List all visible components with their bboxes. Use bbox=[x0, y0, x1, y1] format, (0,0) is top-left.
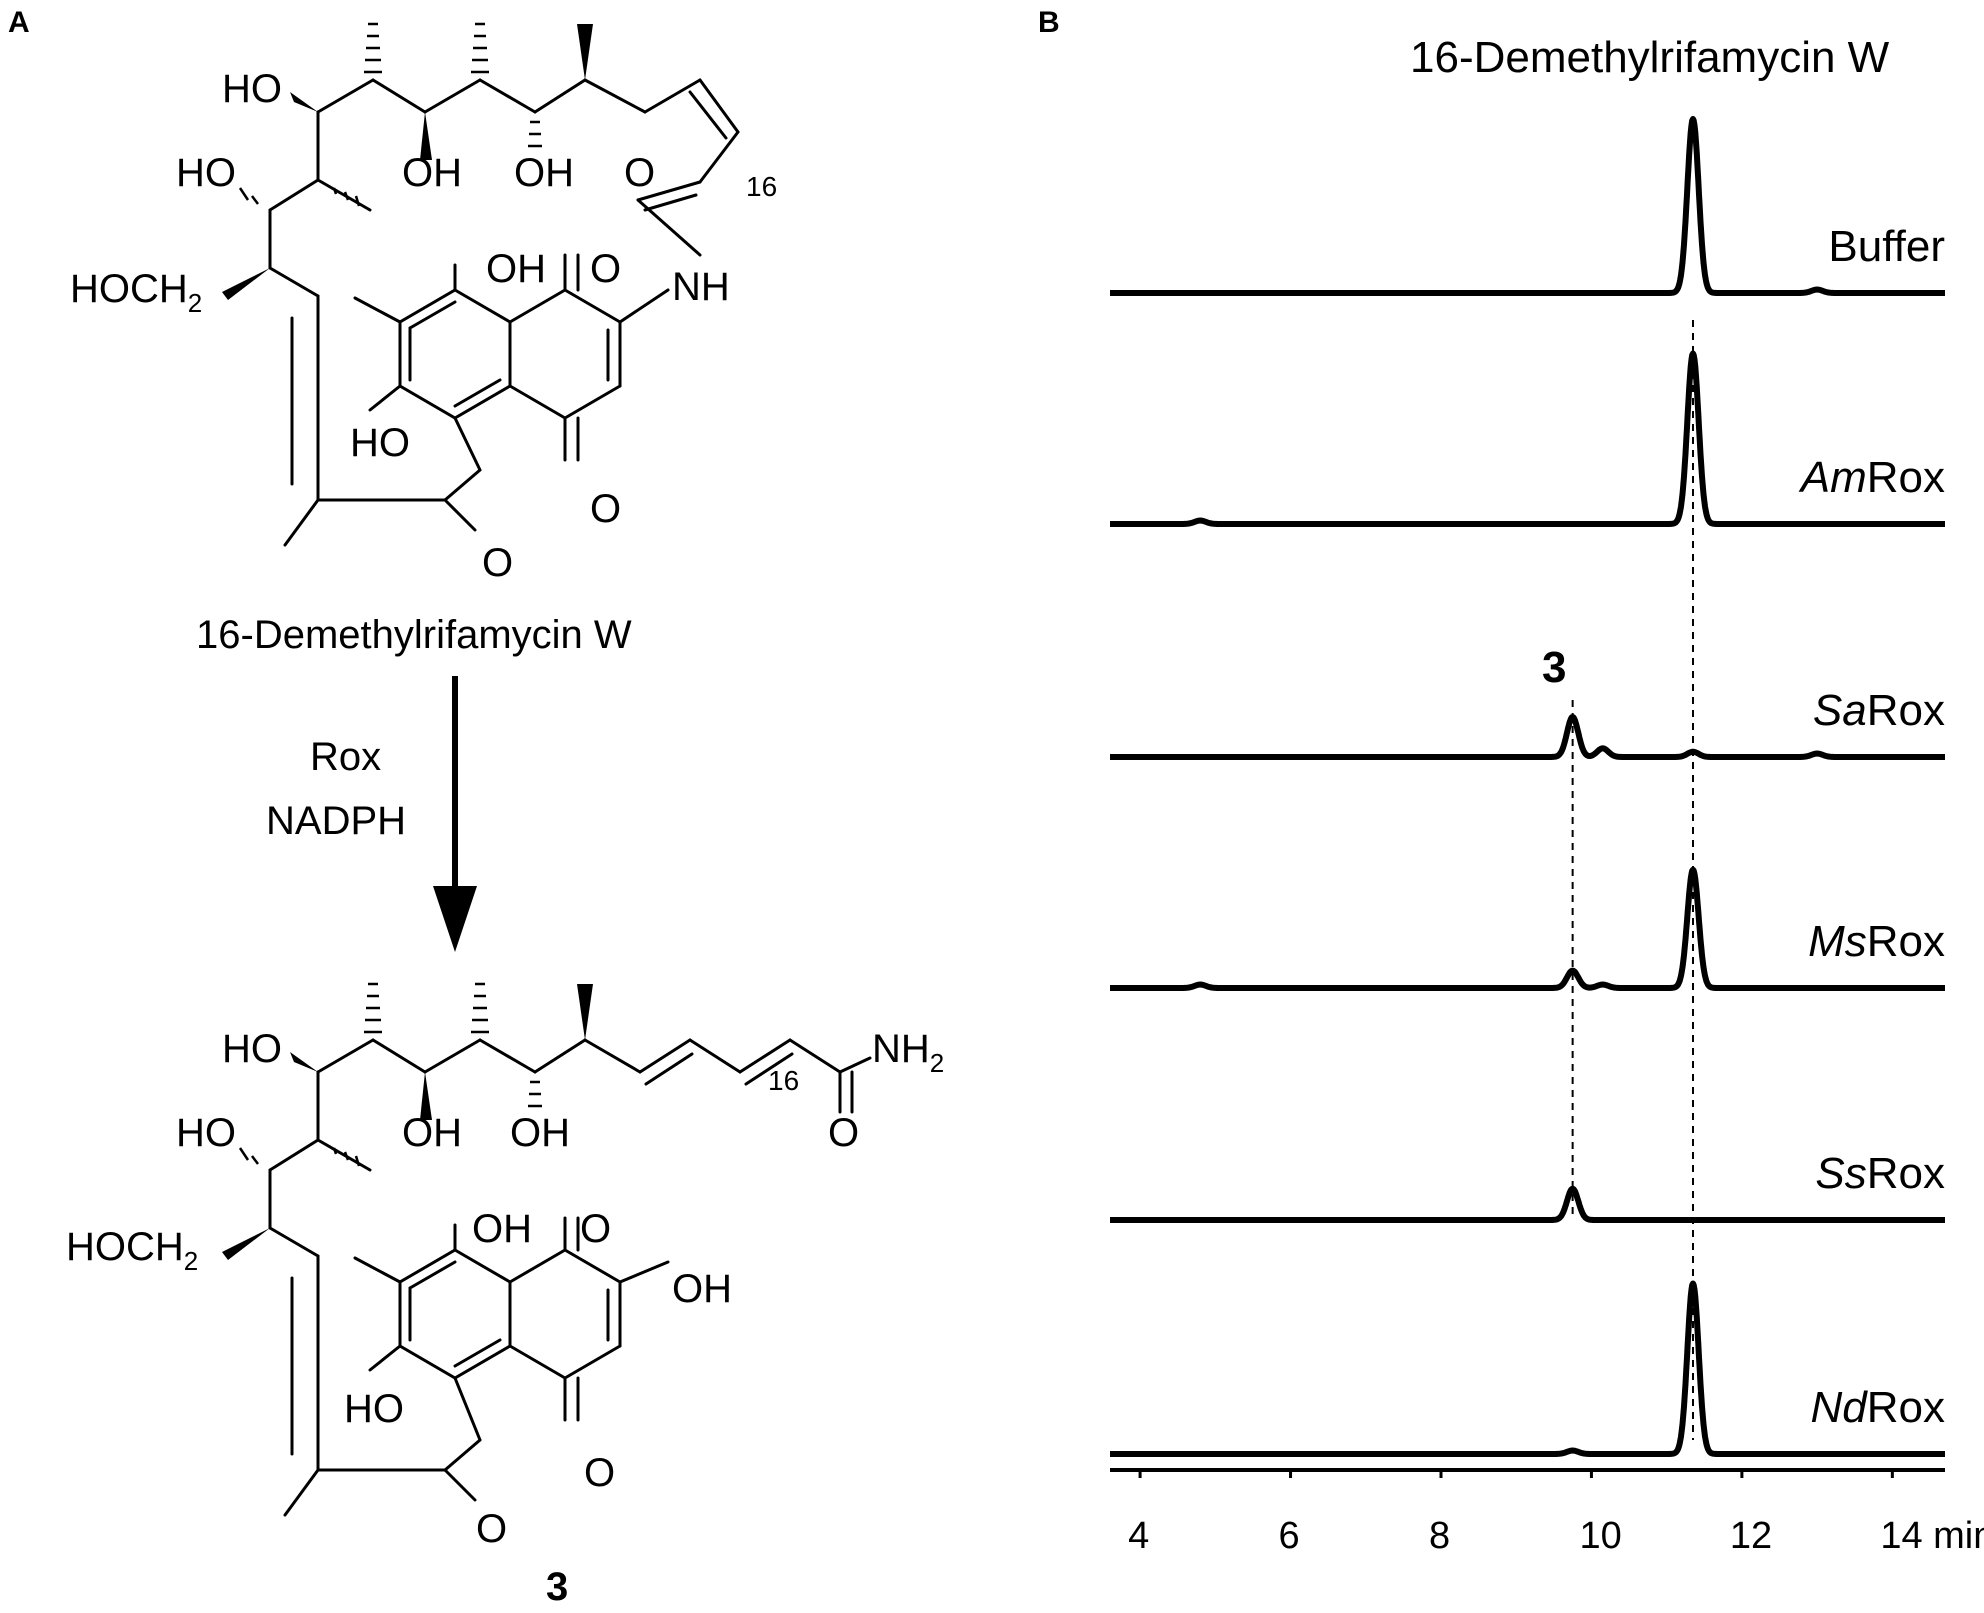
p3-oh-2: OH bbox=[510, 1111, 570, 1155]
x-tick-label: 8 bbox=[1429, 1515, 1450, 1557]
p3-ho-2: HO bbox=[176, 1111, 236, 1155]
x-tick-label: 6 bbox=[1279, 1515, 1300, 1557]
trace-label-amrox: AmRox bbox=[1798, 453, 1945, 502]
sm-o-quinone-1: O bbox=[590, 247, 621, 291]
sm-ho-2: HO bbox=[176, 151, 236, 195]
trace-sarox bbox=[1107, 714, 1948, 760]
trace-label-ndrox: NdRox bbox=[1811, 1383, 1946, 1432]
sm-nh: NH bbox=[672, 265, 730, 309]
reagent-nadph: NADPH bbox=[266, 799, 406, 843]
chart-title: 16-Demethylrifamycin W bbox=[1410, 33, 1890, 82]
trace-ndrox bbox=[1107, 1280, 1948, 1457]
sm-o-ketone: O bbox=[482, 541, 513, 585]
trace-label-msrox: MsRox bbox=[1808, 917, 1945, 966]
x-tick-label: 4 bbox=[1128, 1515, 1149, 1557]
p3-ho-ring: HO bbox=[344, 1387, 404, 1431]
reagent-rox: Rox bbox=[310, 735, 381, 779]
sm-o-quinone-2: O bbox=[590, 487, 621, 531]
p3-nh2: NH2 bbox=[872, 1027, 944, 1078]
panel-a-letter: A bbox=[8, 6, 30, 39]
trace-label-sarox: SaRox bbox=[1813, 686, 1945, 735]
trace-buffer bbox=[1107, 116, 1948, 296]
trace-amrox bbox=[1107, 350, 1948, 527]
p3-ho-1: HO bbox=[222, 1027, 282, 1071]
structure-compound-3: HO HO HOCH2 OH OH 16 NH2 O OH O OH HO O … bbox=[66, 982, 944, 1551]
compound-3-number: 3 bbox=[546, 1565, 568, 1609]
sm-ho-1: HO bbox=[222, 67, 282, 111]
p3-c16-label: 16 bbox=[768, 1065, 799, 1096]
sm-c16-label: 16 bbox=[746, 171, 777, 202]
p3-oh-1: OH bbox=[402, 1111, 462, 1155]
sm-oh-2: OH bbox=[514, 151, 574, 195]
panel-b-letter: B bbox=[1038, 6, 1060, 39]
p3-o-ketone: O bbox=[476, 1507, 507, 1551]
sm-oh-ring: OH bbox=[486, 247, 546, 291]
structure-16-demethylrifamycin-w: HO HO HOCH2 OH OH O 16 NH OH O HO O O bbox=[70, 22, 777, 585]
p3-oh-ring: OH bbox=[472, 1207, 532, 1251]
trace-ssrox bbox=[1107, 1185, 1948, 1223]
sm-oh-1: OH bbox=[402, 151, 462, 195]
p3-oh-new-highlight: OH bbox=[672, 1267, 732, 1311]
chromatogram-traces bbox=[1107, 116, 1948, 1457]
p3-hoch2: HOCH2 bbox=[66, 1225, 198, 1276]
x-tick-label: 14 min bbox=[1880, 1515, 1984, 1557]
sm-ho-ring: HO bbox=[350, 421, 410, 465]
trace-label-ssrox: SsRox bbox=[1815, 1149, 1945, 1198]
peak-3-label: 3 bbox=[1542, 643, 1566, 692]
x-tick-label: 10 bbox=[1579, 1515, 1621, 1557]
sm-o-amide: O bbox=[624, 151, 655, 195]
trace-msrox bbox=[1107, 866, 1948, 991]
starting-material-name: 16-Demethylrifamycin W bbox=[196, 613, 632, 657]
x-tick-label: 12 bbox=[1730, 1515, 1772, 1557]
reaction-arrow-head bbox=[433, 886, 477, 952]
sm-hoch2: HOCH2 bbox=[70, 267, 202, 318]
reference-lines bbox=[1571, 320, 1694, 1440]
p3-o-quinone-1: O bbox=[580, 1207, 611, 1251]
p3-o-amide: O bbox=[828, 1111, 859, 1155]
p3-o-quinone-2: O bbox=[584, 1451, 615, 1495]
trace-label-buffer: Buffer bbox=[1828, 222, 1945, 271]
x-axis-ticks: 4 6 8 10 12 14 min bbox=[1128, 1470, 1984, 1557]
